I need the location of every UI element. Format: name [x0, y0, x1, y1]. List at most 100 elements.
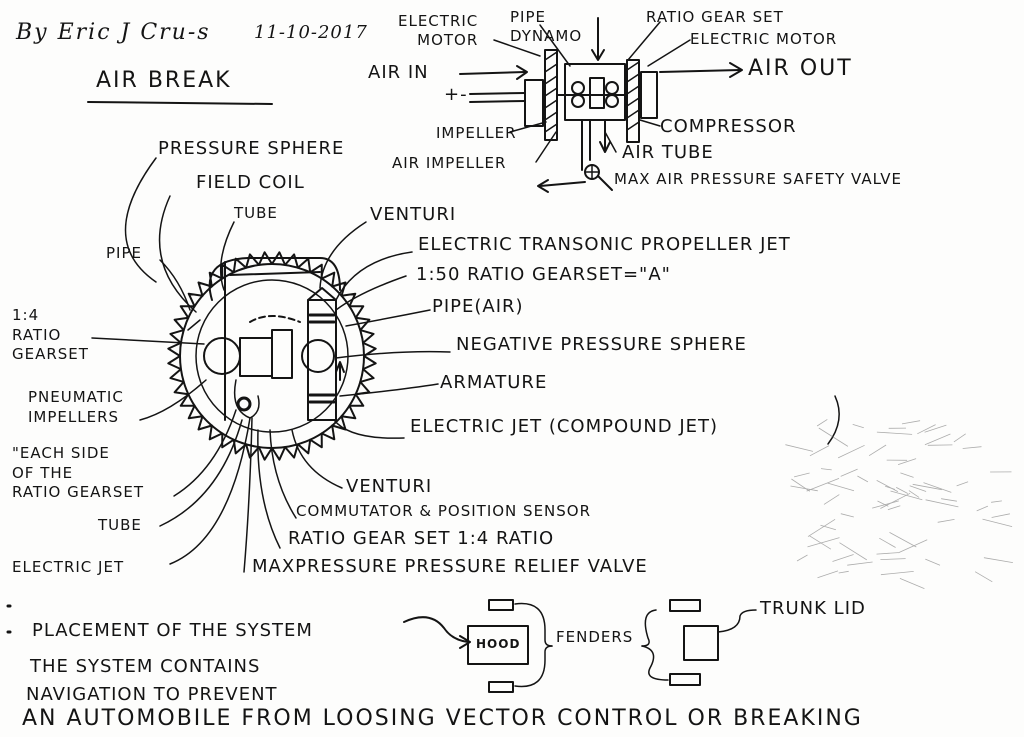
label-pipe-left: PIPE — [106, 244, 142, 262]
label-trunk-lid: TRUNK LID — [760, 598, 866, 619]
label-pipe-air: PIPE(AIR) — [432, 296, 524, 317]
scribble-stroke — [896, 487, 908, 494]
label-ratio-gear-set-1-4: RATIO GEAR SET 1:4 RATIO — [288, 528, 555, 549]
scribble-stroke — [909, 485, 927, 492]
scribble-stroke — [899, 578, 925, 589]
scribble-stroke — [837, 444, 865, 459]
scribble-stroke — [925, 499, 959, 508]
scribble-stroke — [974, 571, 993, 583]
scribble-stroke — [912, 483, 942, 491]
scribble-stroke — [839, 542, 868, 561]
diagram-title: AIR BREAK — [96, 68, 232, 93]
scribble-stroke — [897, 458, 917, 465]
label-air-impeller: AIR IMPELLER — [392, 154, 507, 172]
label-impeller: IMPELLER — [436, 124, 517, 142]
scribble-stroke — [962, 446, 982, 449]
scribble-stroke — [827, 482, 855, 492]
scribble-stroke — [852, 424, 864, 429]
scribble-stroke — [900, 472, 914, 478]
scribble-stroke — [807, 518, 836, 537]
scribble-stroke — [908, 490, 920, 498]
placement-diagram — [403, 599, 757, 693]
scribble-stroke — [832, 554, 854, 562]
scribble-stroke — [785, 444, 814, 452]
scribble-stroke — [876, 431, 913, 435]
label-air-in: AIR IN — [368, 62, 429, 83]
scribble-stroke — [847, 561, 873, 566]
label-venturi-top: VENTURI — [370, 204, 457, 225]
scribble-stroke — [840, 468, 858, 477]
date: 11-10-2017 — [254, 22, 368, 43]
label-electric-jet: ELECTRIC JET — [12, 558, 125, 576]
label-air-out: AIR OUT — [748, 56, 853, 81]
scribble-stroke — [953, 433, 966, 443]
scribble-stroke — [937, 519, 955, 523]
label-venturi-bottom: VENTURI — [346, 476, 433, 497]
title-underline — [87, 101, 273, 105]
scribble-stroke — [941, 498, 957, 502]
label-contains-line1: THE SYSTEM CONTAINS — [30, 656, 261, 677]
scribble-stroke — [794, 472, 810, 478]
scribble-stroke — [889, 532, 917, 548]
scribble-stroke — [880, 492, 911, 509]
label-placement: PLACEMENT OF THE SYSTEM — [32, 620, 313, 641]
label-tube-top: TUBE — [234, 204, 278, 222]
label-pipe-dynamo: PIPE DYNAMO — [510, 8, 583, 45]
scribble-stroke — [991, 500, 1002, 503]
scribble-stroke — [818, 427, 849, 447]
label-pneumatic-impellers: PNEUMATIC IMPELLERS — [28, 388, 124, 426]
scribble-stroke — [991, 513, 1010, 518]
scribble-stroke — [925, 558, 941, 566]
label-electric-motor-left: ELECTRIC MOTOR — [398, 12, 479, 49]
scribble-stroke — [857, 475, 869, 483]
label-fenders: FENDERS — [556, 628, 634, 646]
scribble-stroke — [868, 444, 887, 457]
byline: By Eric J Cru-s — [16, 20, 211, 45]
scribble-stroke — [880, 558, 906, 560]
scribble-stroke — [872, 500, 899, 509]
label-contains-line3: AN AUTOMOBILE FROM LOOSING VECTOR CONTRO… — [22, 706, 863, 731]
scribble-stroke — [820, 468, 832, 471]
label-field-coil: FIELD COIL — [196, 172, 305, 193]
scribble-stroke — [876, 480, 899, 492]
label-electric-jet-compound: ELECTRIC JET (COMPOUND JET) — [410, 416, 719, 437]
scribble-stroke — [901, 420, 921, 425]
scribble-stroke — [956, 481, 969, 487]
label-ratio-gear-set: RATIO GEAR SET — [646, 8, 784, 26]
scribble-stroke — [898, 539, 928, 554]
scribble-stroke — [887, 505, 901, 511]
label-max-pressure-relief: MAXPRESSURE PRESSURE RELIEF VALVE — [252, 556, 648, 577]
label-contains-line2: NAVIGATION TO PREVENT — [26, 684, 278, 705]
scribble-stroke — [806, 478, 840, 492]
scribble-stroke — [879, 537, 896, 548]
label-polarity: +- — [444, 84, 468, 105]
scribble-stroke — [876, 552, 899, 555]
scribble-stroke — [923, 482, 952, 493]
scribble-stroke — [880, 571, 914, 576]
label-tube-bottom: TUBE — [98, 516, 142, 534]
label-pressure-sphere: PRESSURE SPHERE — [158, 138, 345, 159]
scribble-stroke — [820, 524, 837, 531]
label-electric-motor-right: ELECTRIC MOTOR — [690, 30, 838, 48]
scribble-stroke — [976, 505, 989, 512]
label-air-tube: AIR TUBE — [622, 142, 714, 163]
scribble-stroke — [809, 535, 832, 550]
scribble-stroke — [816, 419, 828, 427]
scribble-stroke — [982, 518, 1013, 527]
scribble-stroke — [791, 478, 811, 492]
scribble-stroke — [924, 424, 947, 433]
label-ratio-gearset-a: 1:50 RATIO GEARSET="A" — [416, 264, 671, 285]
scribble-stroke — [983, 557, 1013, 563]
label-compressor: COMPRESSOR — [660, 116, 797, 137]
label-electric-transonic: ELECTRIC TRANSONIC PROPELLER JET — [418, 234, 791, 255]
label-ratio-1-4-gearset: 1:4 RATIO GEARSET — [12, 306, 89, 363]
scribble-stroke — [790, 485, 818, 492]
label-negative-pressure-sphere: NEGATIVE PRESSURE SPHERE — [456, 334, 747, 355]
label-max-air-pressure-valve: MAX AIR PRESSURE SAFETY VALVE — [614, 170, 903, 188]
scribble-stroke — [807, 537, 840, 548]
main-diagram — [91, 157, 840, 573]
scribble-stroke — [817, 570, 839, 579]
